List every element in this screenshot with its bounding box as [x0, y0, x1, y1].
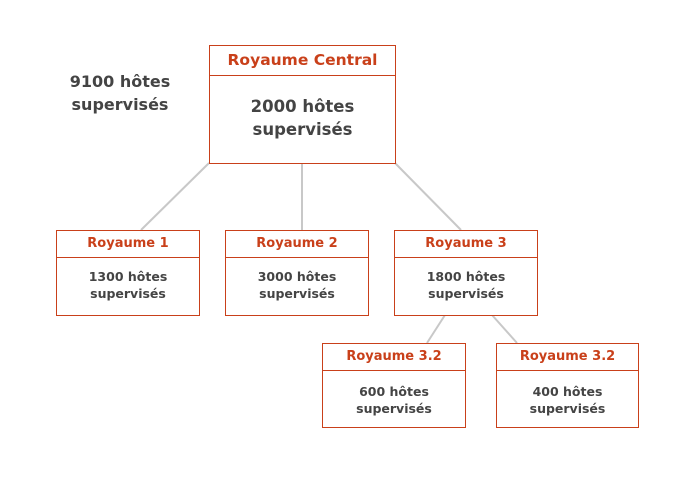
node-body: 2000 hôtes supervisés — [210, 76, 395, 141]
total-line1: 9100 hôtes — [69, 72, 171, 91]
link-r3-r32b — [491, 314, 518, 344]
total-line2: supervisés — [71, 95, 169, 114]
node-title: Royaume 3.2 — [323, 344, 465, 371]
host-count: 600 hôtes — [359, 384, 429, 399]
node-title: Royaume 3 — [395, 231, 537, 258]
total-hosts-label: 9100 hôtes supervisés — [55, 70, 185, 116]
host-count: 1300 hôtes — [88, 269, 168, 284]
host-count: 3000 hôtes — [257, 269, 337, 284]
node-body: 3000 hôtes supervisés — [226, 258, 368, 302]
host-label: supervisés — [356, 401, 432, 416]
host-count: 1800 hôtes — [426, 269, 506, 284]
node-royaume-3: Royaume 3 1800 hôtes supervisés — [394, 230, 538, 316]
host-label: supervisés — [252, 120, 353, 139]
node-body: 400 hôtes supervisés — [497, 371, 638, 417]
node-royaume-central: Royaume Central 2000 hôtes supervisés — [209, 45, 396, 164]
node-title: Royaume Central — [210, 46, 395, 76]
node-title: Royaume 3.2 — [497, 344, 638, 371]
host-count: 400 hôtes — [532, 384, 603, 399]
node-title: Royaume 1 — [57, 231, 199, 258]
host-label: supervisés — [259, 286, 335, 301]
host-count: 2000 hôtes — [250, 97, 355, 116]
host-label: supervisés — [428, 286, 504, 301]
node-royaume-3-2-b: Royaume 3.2 400 hôtes supervisés — [496, 343, 639, 428]
node-title: Royaume 2 — [226, 231, 368, 258]
host-label: supervisés — [529, 401, 606, 416]
node-royaume-3-2-a: Royaume 3.2 600 hôtes supervisés — [322, 343, 466, 428]
node-royaume-1: Royaume 1 1300 hôtes supervisés — [56, 230, 200, 316]
node-royaume-2: Royaume 2 3000 hôtes supervisés — [225, 230, 369, 316]
host-label: supervisés — [90, 286, 166, 301]
node-body: 600 hôtes supervisés — [323, 371, 465, 417]
link-central-r3 — [394, 162, 462, 231]
link-r3-r32a — [426, 314, 446, 344]
link-central-r1 — [140, 162, 210, 231]
node-body: 1300 hôtes supervisés — [57, 258, 199, 302]
node-body: 1800 hôtes supervisés — [395, 258, 537, 302]
